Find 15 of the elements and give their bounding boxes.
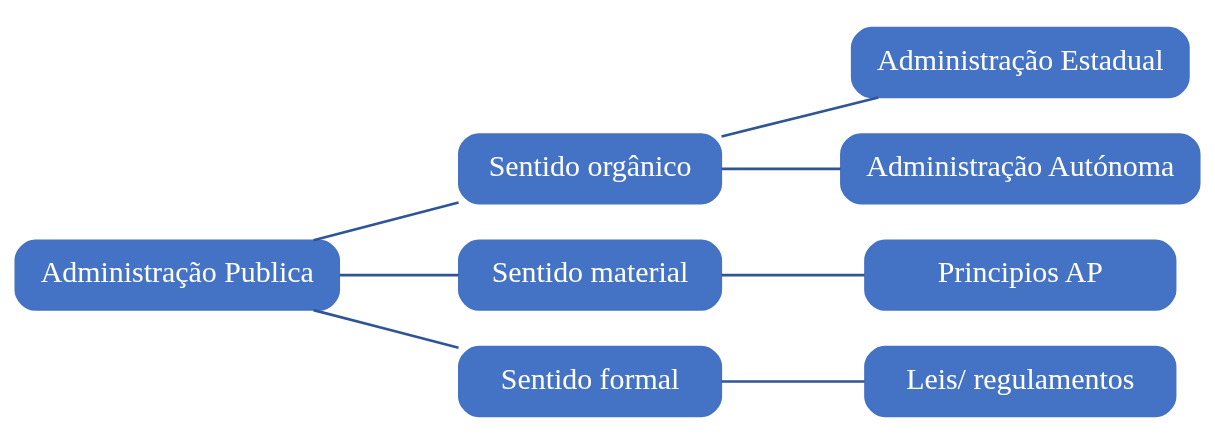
node-box: Sentido formal [458,345,723,418]
node-box: Administração Publica [14,239,341,311]
connector [339,273,459,277]
node-box: Principios AP [864,239,1177,311]
node-box: Administração Autónoma [840,133,1201,205]
node-box: Sentido orgânico [458,133,723,205]
connector [721,167,841,171]
connector [721,273,865,277]
connector [721,380,865,383]
node-box: Administração Estadual [850,26,1190,99]
connector [721,96,879,138]
node-box: Leis/ regulamentos [864,345,1177,418]
connector [313,308,459,350]
node-box: Sentido material [458,239,723,311]
connector [313,201,459,242]
